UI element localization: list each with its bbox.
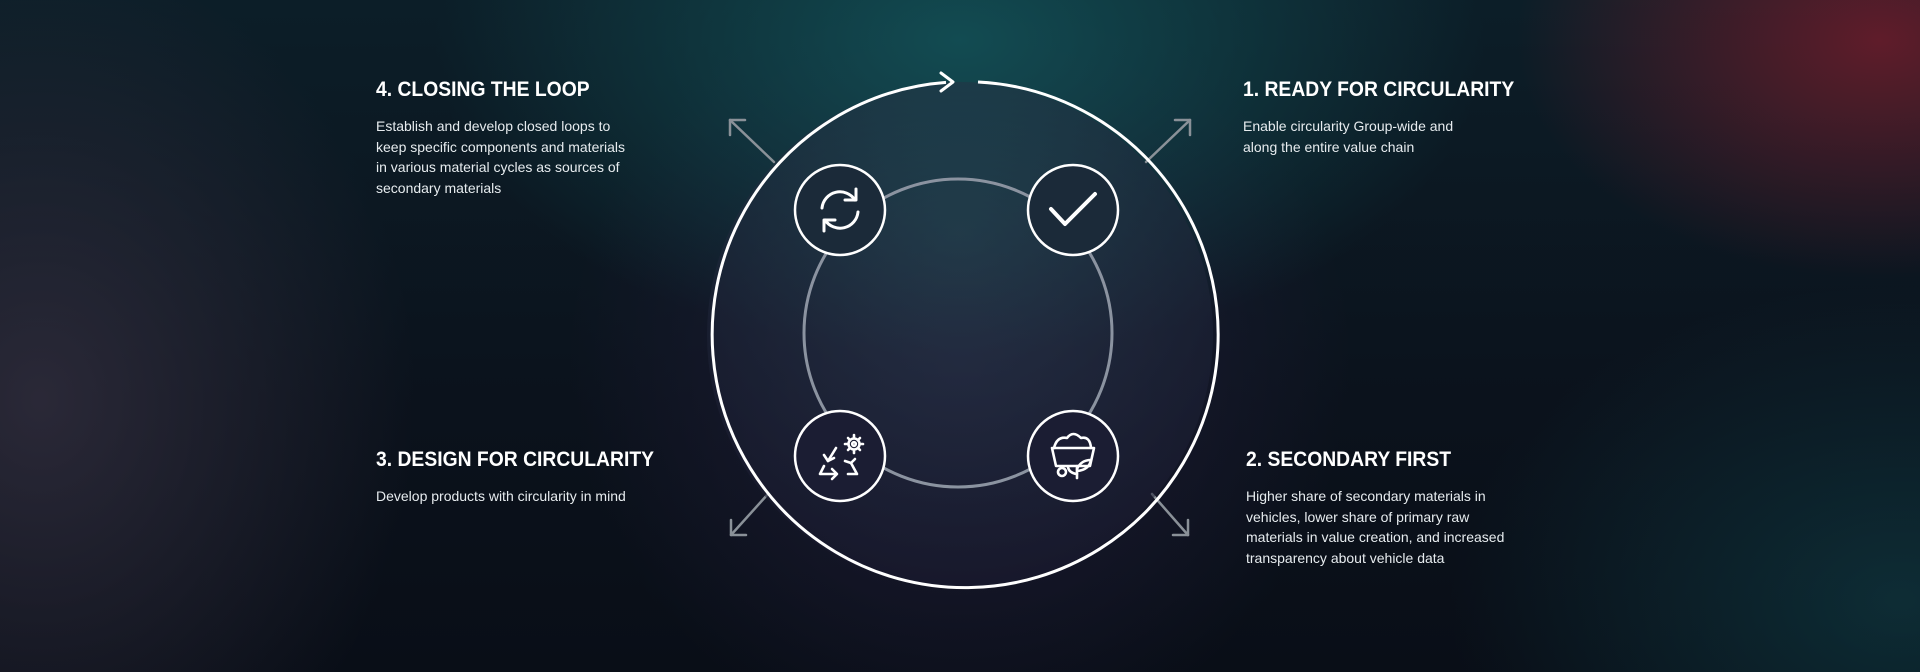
arrow-top-right-icon [1144, 118, 1192, 164]
arrow-bottom-left-icon [729, 492, 770, 537]
desc-line: along the entire value chain [1243, 138, 1415, 155]
desc-line: Develop products with circularity in min… [376, 488, 626, 504]
stage-title: 2. SECONDARY FIRST [1246, 448, 1452, 471]
desc-line: secondary materials [376, 179, 502, 196]
material-cart-sprout-icon [1050, 432, 1096, 480]
node-secondary-first [1026, 409, 1120, 503]
node-ready-for-circularity [1026, 163, 1120, 257]
checkmark-icon [1049, 192, 1097, 226]
desc-line: Establish and develop closed loops to [376, 118, 611, 134]
stage-closing-the-loop: 4. CLOSING THE LOOP Establish and develo… [376, 78, 676, 198]
refresh-arrows-icon [820, 187, 860, 233]
recycle-gear-icon [818, 433, 865, 481]
stage-ready-for-circularity: 1. READY FOR CIRCULARITY Enable circular… [1243, 78, 1583, 157]
stage-title: 1. READY FOR CIRCULARITY [1243, 78, 1515, 101]
stage-description: Higher share of secondary materials in v… [1246, 486, 1586, 568]
stage-secondary-first: 2. SECONDARY FIRST Higher share of secon… [1246, 448, 1586, 568]
inner-ring [802, 177, 1114, 489]
stage-description: Enable circularity Group-wide and along … [1243, 116, 1583, 157]
desc-line: keep specific components and materials [376, 138, 626, 155]
stage-description: Establish and develop closed loops to ke… [376, 116, 676, 198]
stage-description: Develop products with circularity in min… [376, 486, 716, 507]
stage-title: 3. DESIGN FOR CIRCULARITY [376, 448, 655, 471]
desc-line: Higher share of secondary materials in [1246, 488, 1486, 504]
node-design-for-circularity [793, 409, 887, 503]
desc-line: transparency about vehicle data [1246, 549, 1445, 566]
loop-arrowhead-icon [939, 71, 955, 93]
desc-line: vehicles, lower share of primary raw [1246, 508, 1470, 525]
outer-loop [707, 71, 1220, 590]
stage-design-for-circularity: 3. DESIGN FOR CIRCULARITY Develop produc… [376, 448, 716, 507]
node-closing-the-loop [793, 163, 887, 257]
stage-title: 4. CLOSING THE LOOP [376, 78, 590, 101]
arrow-top-left-icon [728, 118, 776, 164]
desc-line: in various material cycles as sources of [376, 159, 620, 175]
desc-line: materials in value creation, and increas… [1246, 529, 1505, 545]
desc-line: Enable circularity Group-wide and [1243, 118, 1454, 134]
